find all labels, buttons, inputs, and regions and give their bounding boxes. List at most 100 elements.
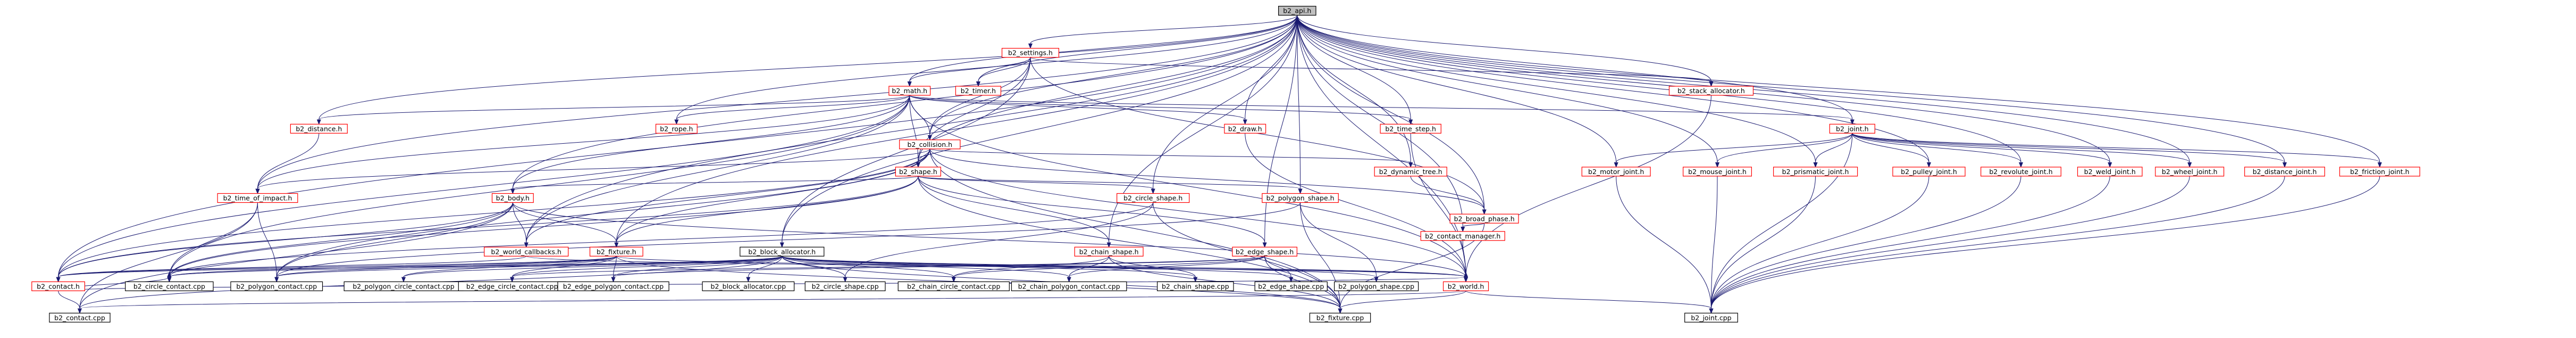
edge-joint-to-weldj (1852, 133, 2112, 168)
node-box (230, 281, 323, 291)
node-timer[interactable]: b2_timer.h (955, 86, 1002, 96)
node-pccontact[interactable]: b2_polygon_circle_contact.cpp (343, 281, 464, 291)
node-epcontact[interactable]: b2_edge_polygon_contact.cpp (557, 281, 669, 291)
node-edgeshape[interactable]: b2_edge_shape.h (1232, 246, 1298, 257)
node-label: b2_chain_polygon_contact.cpp (1018, 282, 1120, 290)
edge-motorj-to-jointcpp (1616, 176, 1714, 314)
node-stack[interactable]: b2_stack_allocator.h (1668, 86, 1754, 96)
node-block[interactable]: b2_block_allocator.h (740, 246, 825, 257)
node-wheelj[interactable]: b2_wheel_joint.h (2155, 167, 2225, 177)
node-label: b2_dynamic_tree.h (1379, 168, 1442, 176)
node-label: b2_draw.h (1228, 125, 1262, 133)
node-contactcpp[interactable]: b2_contact.cpp (49, 312, 111, 323)
edge-block-to-cccontact (782, 255, 956, 283)
edge-collision-to-polycontact (274, 149, 930, 283)
node-fricj[interactable]: b2_friction_joint.h (2339, 167, 2420, 177)
node-label: b2_prismatic_joint.h (1782, 168, 1849, 176)
node-broad[interactable]: b2_broad_phase.h (1449, 213, 1519, 224)
node-box (1449, 213, 1519, 224)
node-box (897, 281, 1010, 291)
edge-settings-to-stack (1030, 57, 1714, 87)
node-box (1668, 86, 1754, 96)
node-toi[interactable]: b2_time_of_impact.h (217, 193, 298, 203)
node-motorj[interactable]: b2_motor_joint.h (1581, 167, 1651, 177)
node-draw[interactable]: b2_draw.h (1224, 123, 1266, 134)
node-timestep[interactable]: b2_time_step.h (1380, 123, 1441, 134)
edge-block-to-circshapecpp (782, 256, 848, 283)
edge-joint-to-fricj (1852, 133, 2382, 168)
node-weldj[interactable]: b2_weld_joint.h (2077, 167, 2143, 177)
edge-stack-to-world (1464, 95, 1711, 283)
node-pulleyj[interactable]: b2_pulley_joint.h (1892, 167, 1966, 177)
edge-circleshape-to-circcontact (167, 202, 1154, 283)
edge-settings-to-collision (927, 57, 1031, 141)
node-box (1981, 167, 2061, 177)
node-cmgr[interactable]: b2_contact_manager.h (1420, 231, 1505, 241)
node-contact[interactable]: b2_contact.h (31, 281, 85, 291)
edge-api-to-world (1297, 15, 1469, 283)
node-fixture[interactable]: b2_fixture.h (589, 246, 643, 257)
edge-fricj-to-jointcpp (1709, 176, 2380, 314)
node-world[interactable]: b2_world.h (1442, 281, 1489, 291)
node-rope[interactable]: b2_rope.h (655, 123, 698, 134)
edge-api-to-dyntree (1297, 15, 1413, 168)
node-chainshape[interactable]: b2_chain_shape.h (1074, 246, 1144, 257)
node-box (1773, 167, 1858, 177)
edge-world-to-contactcpp (78, 290, 1466, 314)
node-label: b2_timer.h (961, 87, 996, 95)
node-mousej[interactable]: b2_mouse_joint.h (1683, 167, 1752, 177)
node-blockcpp[interactable]: b2_block_allocator.cpp (702, 281, 795, 291)
node-collision[interactable]: b2_collision.h (899, 139, 961, 150)
edge-settings-to-block (779, 57, 1031, 248)
node-label: b2_motor_joint.h (1588, 168, 1644, 176)
node-fixturecpp[interactable]: b2_fixture.cpp (1309, 312, 1371, 323)
node-label: b2_contact.cpp (54, 314, 105, 321)
node-circleshape[interactable]: b2_circle_shape.h (1117, 193, 1190, 203)
node-cccontact[interactable]: b2_chain_circle_contact.cpp (897, 281, 1010, 291)
node-api[interactable]: b2_api.h (1278, 6, 1316, 16)
node-box (1262, 193, 1339, 203)
node-box (1683, 167, 1752, 177)
node-label: b2_friction_joint.h (2350, 168, 2410, 176)
node-distance[interactable]: b2_distance.h (290, 123, 348, 134)
node-box (955, 86, 1002, 96)
node-edgeshapecpp[interactable]: b2_edge_shape.cpp (1254, 281, 1328, 291)
edge-collision-to-fixture (614, 149, 930, 248)
node-circshapecpp[interactable]: b2_circle_shape.cpp (804, 281, 886, 291)
node-cpcontact[interactable]: b2_chain_polygon_contact.cpp (1011, 281, 1127, 291)
node-settings[interactable]: b2_settings.h (1001, 48, 1060, 58)
edge-api-to-chainshape (1106, 15, 1298, 248)
node-eccontact[interactable]: b2_edge_circle_contact.cpp (458, 281, 566, 291)
node-distj[interactable]: b2_distance_joint.h (2244, 167, 2326, 177)
node-label: b2_edge_shape.cpp (1258, 282, 1324, 290)
node-shape[interactable]: b2_shape.h (895, 167, 941, 177)
node-body[interactable]: b2_body.h (491, 193, 534, 203)
node-joint[interactable]: b2_joint.h (1829, 123, 1875, 134)
node-worldcb[interactable]: b2_world_callbacks.h (484, 246, 569, 257)
edge-math-to-contact (56, 95, 910, 283)
node-label: b2_joint.cpp (1691, 314, 1731, 321)
node-polycontact[interactable]: b2_polygon_contact.cpp (230, 281, 323, 291)
node-polyshape[interactable]: b2_polygon_shape.h (1262, 193, 1339, 203)
edge-chainshape-to-cpcontact (1067, 256, 1110, 283)
edge-joint-to-prismj (1813, 133, 1853, 168)
node-label: b2_block_allocator.h (748, 248, 816, 255)
edge-api-to-shape (916, 15, 1298, 168)
edge-shape-to-body (510, 176, 919, 194)
node-prismj[interactable]: b2_prismatic_joint.h (1773, 167, 1858, 177)
node-jointcpp[interactable]: b2_joint.cpp (1684, 312, 1738, 323)
edge-api-to-fixture (614, 15, 1298, 248)
edge-world-to-fixturecpp (1338, 290, 1466, 314)
edge-shape-to-circcontact (167, 176, 919, 283)
edge-wheelj-to-jointcpp (1709, 176, 2190, 314)
node-math[interactable]: b2_math.h (888, 86, 931, 96)
node-polyshapecpp[interactable]: b2_polygon_shape.cpp (1334, 281, 1419, 291)
node-label: b2_settings.h (1008, 49, 1053, 57)
node-revj[interactable]: b2_revolute_joint.h (1981, 167, 2061, 177)
node-label: b2_time_step.h (1385, 125, 1436, 133)
node-chainshapecpp[interactable]: b2_chain_shape.cpp (1157, 281, 1234, 291)
node-box (1309, 312, 1371, 323)
node-circcontact[interactable]: b2_circle_contact.cpp (125, 281, 214, 291)
node-dyntree[interactable]: b2_dynamic_tree.h (1374, 167, 1447, 177)
edge-math-to-worldcb (524, 95, 910, 248)
